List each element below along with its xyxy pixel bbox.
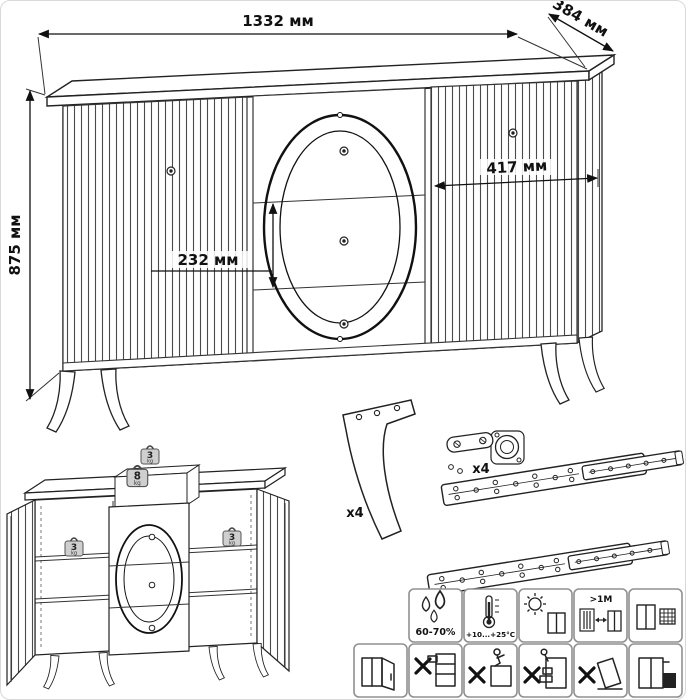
base-rail xyxy=(62,334,578,372)
tipping-cabinet-icon xyxy=(596,657,623,690)
sun-icon xyxy=(524,593,546,615)
wall-block-icon xyxy=(663,673,676,688)
center-drawer-panel xyxy=(252,87,426,362)
care-icon-no-climbing xyxy=(463,643,518,698)
care-icon-doors xyxy=(353,643,408,698)
care-icon-drawers xyxy=(408,643,463,698)
drawer-height-label: 232 мм xyxy=(177,251,238,269)
weight-right-shelf: 3 kg xyxy=(222,527,242,547)
height-label: 875 мм xyxy=(6,214,24,275)
center-front-panel-open xyxy=(108,502,190,656)
cabinet-icon xyxy=(607,610,622,632)
hinge-count-label: x4 xyxy=(472,462,489,477)
door-width-label: 417 мм xyxy=(486,156,548,177)
care-icon-heat-distance: >1M xyxy=(573,588,628,643)
care-icon-wall-anchor xyxy=(628,643,683,698)
depth-label: 384 мм xyxy=(550,1,612,41)
care-icon-temperature: +10...+25°C xyxy=(463,588,518,643)
mesh-icon xyxy=(659,608,676,625)
open-right-door xyxy=(256,488,290,673)
care-icon-no-drawer-steps xyxy=(518,643,573,698)
dimension-width: 1332 мм xyxy=(37,12,588,95)
care-icon-grid: 60-70% +10...+25°C xyxy=(353,588,683,698)
cabinet-icon xyxy=(547,612,566,634)
weight-left-shelf-value: 3 xyxy=(71,543,77,553)
drawer-knobs xyxy=(339,146,349,329)
prohibition-x-icon xyxy=(523,666,541,684)
open-left-door xyxy=(6,499,36,687)
drawer-slide-bottom xyxy=(426,536,671,597)
dimension-height: 875 мм xyxy=(6,88,60,402)
weight-drawer-value: 3 xyxy=(147,451,153,461)
weight-right-shelf-unit: kg xyxy=(229,541,235,547)
dimension-drawer-height: 232 мм xyxy=(151,202,278,289)
left-door xyxy=(62,96,248,372)
care-icon-ventilation xyxy=(628,588,683,643)
shelves xyxy=(34,544,258,604)
hinge-part: x4 xyxy=(446,430,525,477)
prohibition-x-icon xyxy=(578,666,596,684)
weight-left-shelf: 3 kg xyxy=(64,537,84,557)
cabinet-icon xyxy=(636,604,656,630)
weight-drawer-unit: kg xyxy=(147,459,153,465)
dimension-door-width: 417 мм xyxy=(433,156,599,190)
distance-arrow-icon xyxy=(595,617,607,623)
weight-top-value: 8 xyxy=(134,471,141,483)
thermometer-icon xyxy=(482,595,499,629)
weight-top: 8 kg xyxy=(126,464,149,488)
prohibition-x-icon xyxy=(468,666,486,684)
weight-drawer: 3 kg xyxy=(140,445,160,465)
leg-count-label: x4 xyxy=(346,506,363,521)
humidity-label: 60-70% xyxy=(416,627,456,638)
door-knobs xyxy=(166,128,518,176)
care-icon-no-tipping xyxy=(573,643,628,698)
open-door-cabinet-icon xyxy=(361,657,395,691)
sideboard-open-view: 8 kg 3 kg 3 kg 3 kg xyxy=(6,445,290,690)
metal-leg-part: x4 xyxy=(342,399,416,540)
side-panel xyxy=(576,63,603,345)
width-label: 1332 мм xyxy=(242,12,314,30)
open-drawer-cabinet-icon xyxy=(427,653,456,687)
drawer-steps-icon xyxy=(539,648,567,689)
care-icon-humidity: 60-70% xyxy=(408,588,463,643)
countertop xyxy=(44,53,617,107)
right-door xyxy=(430,80,578,352)
weight-top-unit: kg xyxy=(134,481,141,487)
weight-right-shelf-value: 3 xyxy=(229,533,235,543)
distance-label: >1M xyxy=(590,595,613,605)
drawer-divider-bottom xyxy=(252,281,426,291)
sideboard-main-view xyxy=(44,53,617,433)
temperature-label: +10...+25°C xyxy=(466,630,515,639)
person-on-cabinet-icon xyxy=(490,648,512,687)
care-icon-sunlight xyxy=(518,588,573,643)
weight-left-shelf-unit: kg xyxy=(71,551,77,557)
radiator-icon xyxy=(579,608,595,632)
